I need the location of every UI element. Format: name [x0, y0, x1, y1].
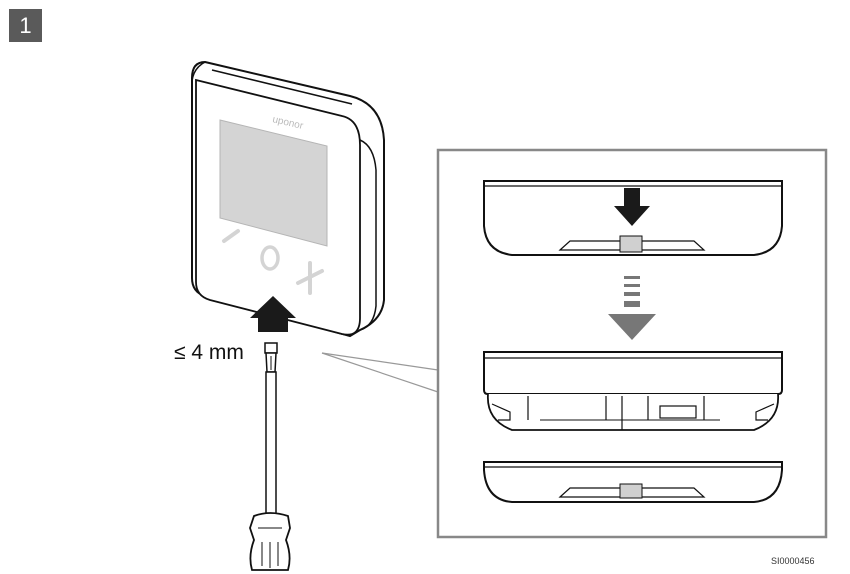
- thermostat-display: [219, 119, 328, 247]
- minus-icon: [222, 229, 240, 243]
- thermostat-device: uponor: [191, 60, 385, 338]
- screwdriver-size-label: ≤ 4 mm: [174, 341, 244, 364]
- screwdriver: [249, 342, 291, 571]
- transition-arrow-icon: [608, 276, 656, 340]
- backplate-side-view-bottom: [483, 461, 783, 503]
- backplate-side-view-top: [483, 180, 783, 256]
- backplate-side-view-middle: [483, 351, 783, 431]
- figure-id-label: SI0000456: [771, 556, 815, 566]
- step-number-badge: 1: [9, 9, 42, 42]
- ok-circle-icon: [260, 245, 280, 271]
- push-up-arrow-icon: [250, 296, 296, 332]
- press-down-arrow-icon: [614, 188, 650, 226]
